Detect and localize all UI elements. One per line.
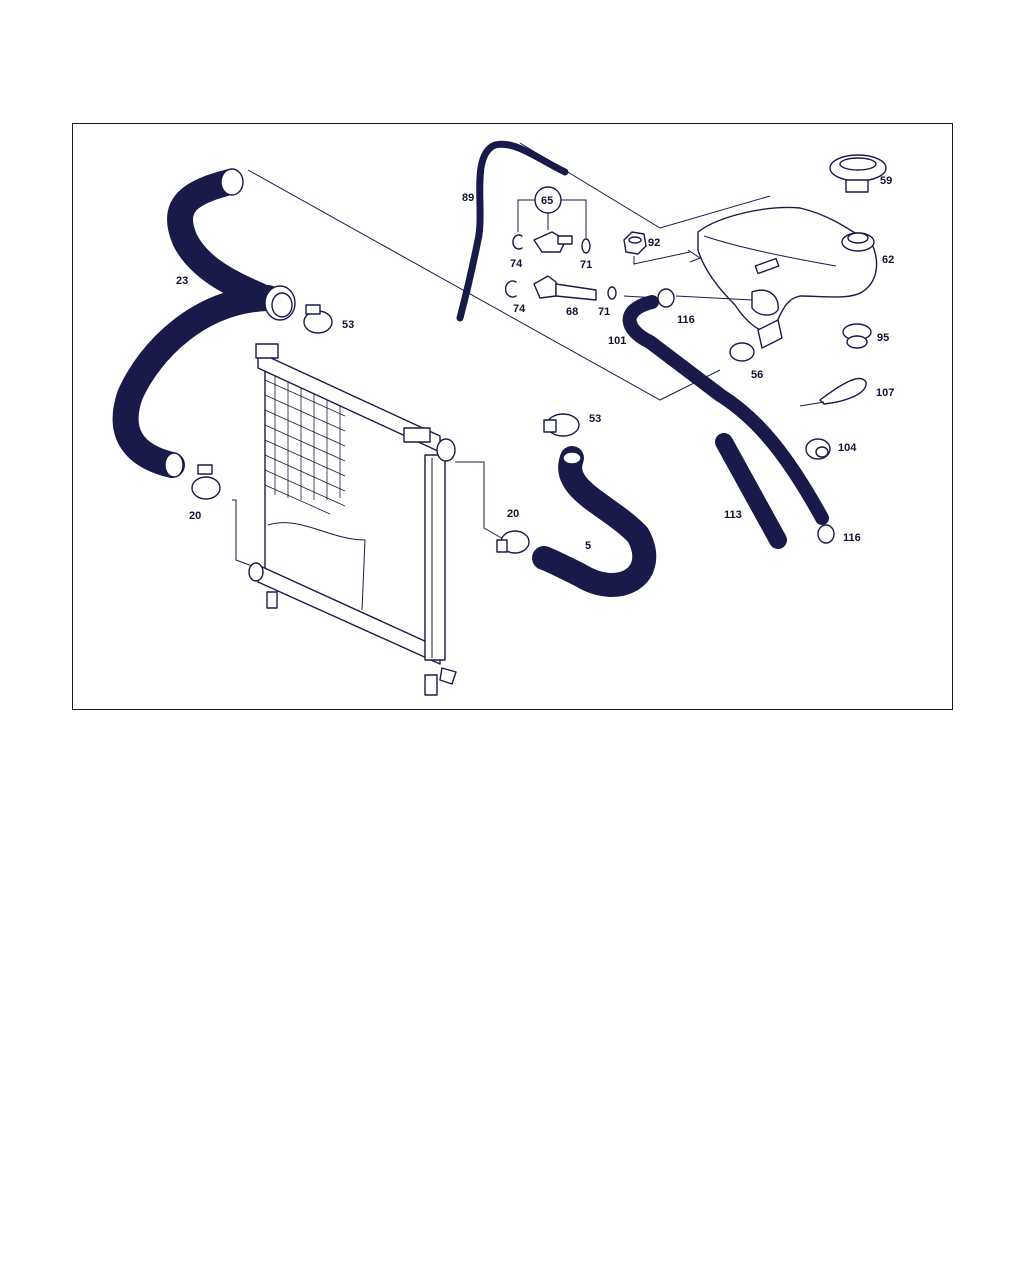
nut-92 xyxy=(623,231,691,265)
label-23: 23 xyxy=(176,275,188,287)
label-53-right: 53 xyxy=(589,413,601,425)
label-71-lower: 71 xyxy=(598,306,610,318)
vent-line-89 xyxy=(456,140,569,322)
label-5: 5 xyxy=(585,540,591,552)
label-71-upper: 71 xyxy=(580,259,592,271)
label-56: 56 xyxy=(751,369,763,381)
label-107: 107 xyxy=(876,387,894,399)
label-116-lower: 116 xyxy=(843,532,861,544)
hose-clamp-20-right xyxy=(496,530,530,554)
sensor-group-65 xyxy=(512,186,591,254)
label-101: 101 xyxy=(608,335,626,347)
upper-radiator-hose xyxy=(112,168,296,478)
label-92: 92 xyxy=(648,237,660,249)
hose-clamp-53-right xyxy=(543,413,580,437)
label-116-upper: 116 xyxy=(677,314,695,326)
label-104: 104 xyxy=(838,442,857,454)
label-62: 62 xyxy=(882,254,894,266)
label-89: 89 xyxy=(462,192,474,204)
grommet-95 xyxy=(842,323,872,349)
label-74-lower: 74 xyxy=(513,303,526,315)
label-95: 95 xyxy=(877,332,889,344)
label-59: 59 xyxy=(880,175,892,187)
label-20-left: 20 xyxy=(189,510,201,522)
bushing-104 xyxy=(805,438,831,460)
hose-clamp-53-left xyxy=(303,304,333,334)
radiator-core-grid xyxy=(264,368,346,515)
hose-clamp-56 xyxy=(729,342,755,362)
hose-clamp-20-left xyxy=(191,464,221,500)
label-20-right: 20 xyxy=(507,508,519,520)
part-labels: 23 53 20 89 65 74 71 74 68 71 92 116 101… xyxy=(176,175,894,552)
label-53-left: 53 xyxy=(342,319,354,331)
radiator xyxy=(248,343,457,696)
hose-113 xyxy=(715,433,787,549)
label-74-upper: 74 xyxy=(510,258,523,270)
label-113: 113 xyxy=(724,509,742,521)
label-68: 68 xyxy=(566,306,578,318)
cable-tie-107 xyxy=(799,377,867,407)
lower-radiator-hose xyxy=(532,446,657,597)
diagram-frame xyxy=(72,123,953,710)
expansion-tank xyxy=(687,206,878,349)
radiator-cap-59 xyxy=(829,154,887,193)
label-65: 65 xyxy=(541,195,553,207)
overflow-hose-101 xyxy=(622,288,835,544)
temperature-sensor-68 xyxy=(504,275,617,301)
